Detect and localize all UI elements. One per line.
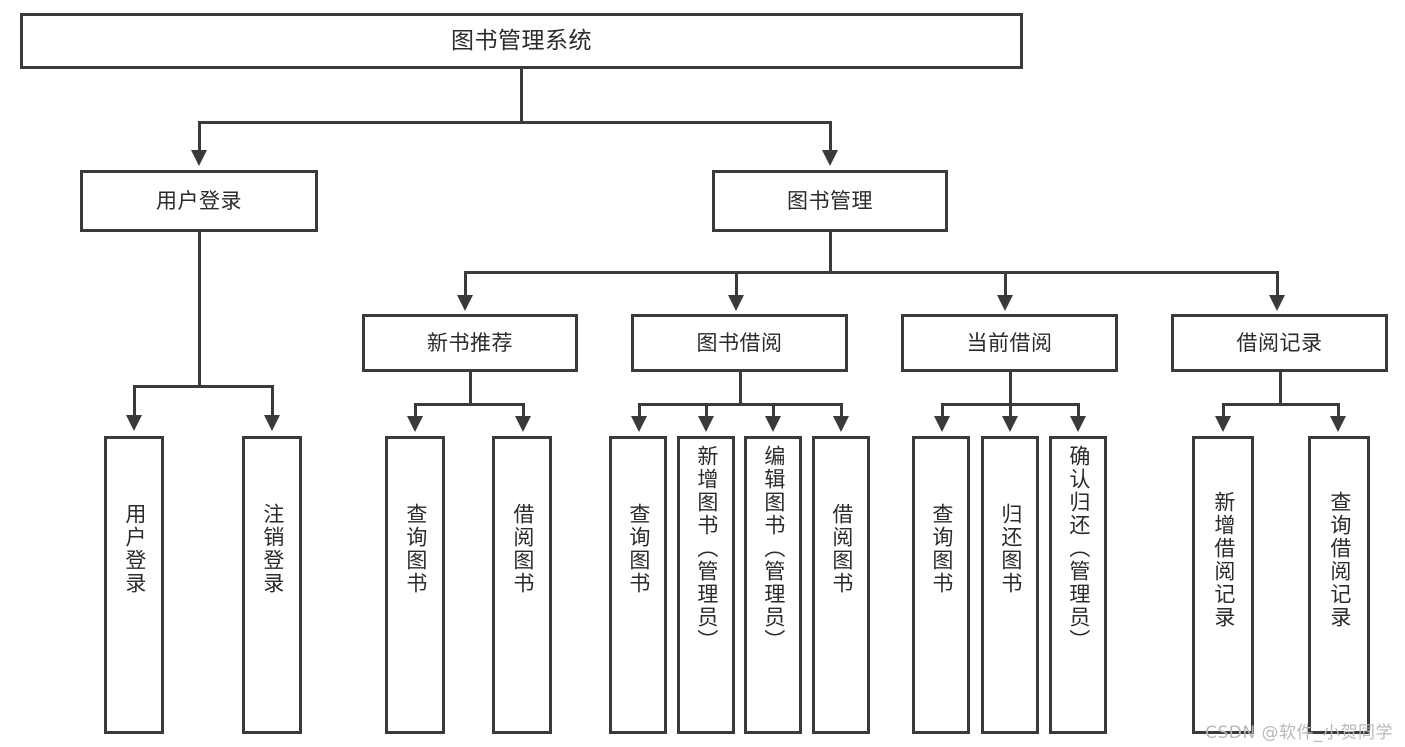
connector-to-current-borrow [1004,271,1007,296]
node-label: 图书管理 [787,188,873,213]
arrowhead-current-borrow [997,295,1013,311]
arrowhead-leaf-borrow-book-2 [833,416,849,432]
leaf-query-borrow-record[interactable]: 查询借阅记录 [1308,436,1370,734]
connector-root-to-book-manage [829,121,832,151]
arrowhead-leaf-borrow-book-1 [515,416,531,432]
connector-br-leaf2 [1337,403,1340,417]
node-current-borrow[interactable]: 当前借阅 [901,314,1118,372]
leaf-query-book-borrow[interactable]: 查询图书 [609,436,667,734]
arrowhead-borrow-record [1269,295,1285,311]
leaf-user-login[interactable]: 用户登录 [104,436,164,734]
node-label: 新书推荐 [427,330,513,355]
arrowhead-leaf-user-login [126,415,142,431]
connector-new-book-rec-down [469,372,472,403]
arrowhead-to-book-manage [822,150,838,166]
leaf-add-book-admin[interactable]: 新增图书（管理员） [677,436,735,734]
arrowhead-leaf-query-book-1 [407,416,423,432]
arrowhead-leaf-add-book [698,416,714,432]
leaf-label: 查询借阅记录 [1327,491,1352,629]
connector-cb-leaf1 [941,403,944,417]
connector-to-new-book-rec [464,271,467,296]
arrowhead-leaf-confirm-return [1070,416,1086,432]
node-label: 用户登录 [156,188,242,213]
leaf-label: 查询图书 [626,503,651,595]
arrowhead-leaf-edit-book [765,416,781,432]
leaf-label: 借阅图书 [510,503,535,595]
node-label: 图书管理系统 [451,27,592,54]
connector-cb-leaf3 [1077,403,1080,417]
node-book-borrow[interactable]: 图书借阅 [631,314,848,372]
connector-user-login-down [198,232,201,385]
connector-to-book-borrow [735,271,738,296]
connector-user-login-bus [133,385,271,388]
node-label: 当前借阅 [966,330,1053,355]
connector-root-down [520,69,523,121]
leaf-label: 新增借阅记录 [1211,491,1236,629]
node-borrow-record[interactable]: 借阅记录 [1171,314,1388,372]
leaf-query-book-newrec[interactable]: 查询图书 [385,436,445,734]
node-user-login[interactable]: 用户登录 [80,170,318,232]
leaf-return-book[interactable]: 归还图书 [981,436,1039,734]
arrowhead-new-book-rec [457,295,473,311]
leaf-label: 借阅图书 [829,503,854,595]
connector-book-manage-down [829,232,832,271]
leaf-borrow-book-borrow[interactable]: 借阅图书 [812,436,870,734]
leaf-label: 查询图书 [403,503,428,595]
arrowhead-leaf-logout [264,415,280,431]
connector-current-borrow-down [1009,372,1012,403]
arrowhead-leaf-query-book-3 [934,416,950,432]
leaf-edit-book-admin[interactable]: 编辑图书（管理员） [744,436,802,734]
connector-nbr-leaf1 [414,403,417,417]
connector-to-borrow-record [1276,271,1279,296]
connector-book-borrow-bus [638,403,840,406]
connector-user-login-to-leaf2 [271,385,274,416]
leaf-add-borrow-record[interactable]: 新增借阅记录 [1192,436,1254,734]
arrowhead-book-borrow [728,295,744,311]
arrowhead-leaf-return-book [1002,416,1018,432]
leaf-label: 用户登录 [122,503,147,595]
connector-br-leaf1 [1222,403,1225,417]
leaf-logout-login[interactable]: 注销登录 [242,436,302,734]
node-label: 图书借阅 [696,330,783,355]
arrowhead-leaf-add-record [1215,416,1231,432]
leaf-query-book-current[interactable]: 查询图书 [912,436,970,734]
connector-bb-leaf3 [772,403,775,417]
node-root-book-management-system[interactable]: 图书管理系统 [20,13,1023,69]
connector-new-book-rec-bus [414,403,525,406]
leaf-label: 查询图书 [929,503,954,595]
connector-cb-leaf2 [1009,403,1012,417]
connector-borrow-record-bus [1222,403,1340,406]
arrowhead-to-user-login [191,150,207,166]
leaf-confirm-return-admin[interactable]: 确认归还（管理员） [1049,436,1107,734]
connector-borrow-record-down [1279,372,1282,403]
leaf-label: 注销登录 [260,503,285,595]
arrowhead-leaf-query-book-2 [631,416,647,432]
leaf-label: 新增图书（管理员） [694,445,719,652]
connector-user-login-to-leaf1 [133,385,136,416]
connector-nbr-leaf2 [522,403,525,417]
node-book-manage[interactable]: 图书管理 [712,170,948,232]
leaf-label: 归还图书 [998,503,1023,595]
leaf-borrow-book-newrec[interactable]: 借阅图书 [492,436,552,734]
connector-bb-leaf2 [705,403,708,417]
node-new-book-recommend[interactable]: 新书推荐 [362,314,578,372]
connector-book-borrow-down [739,372,742,403]
leaf-label: 编辑图书（管理员） [761,445,786,652]
connector-root-bus [198,121,831,124]
connector-root-to-user-login [198,121,201,151]
node-label: 借阅记录 [1236,330,1323,355]
connector-bb-leaf1 [638,403,641,417]
arrowhead-leaf-query-record [1330,416,1346,432]
connector-bb-leaf4 [840,403,843,417]
connector-book-manage-bus [464,271,1276,274]
leaf-label: 确认归还（管理员） [1066,445,1091,652]
